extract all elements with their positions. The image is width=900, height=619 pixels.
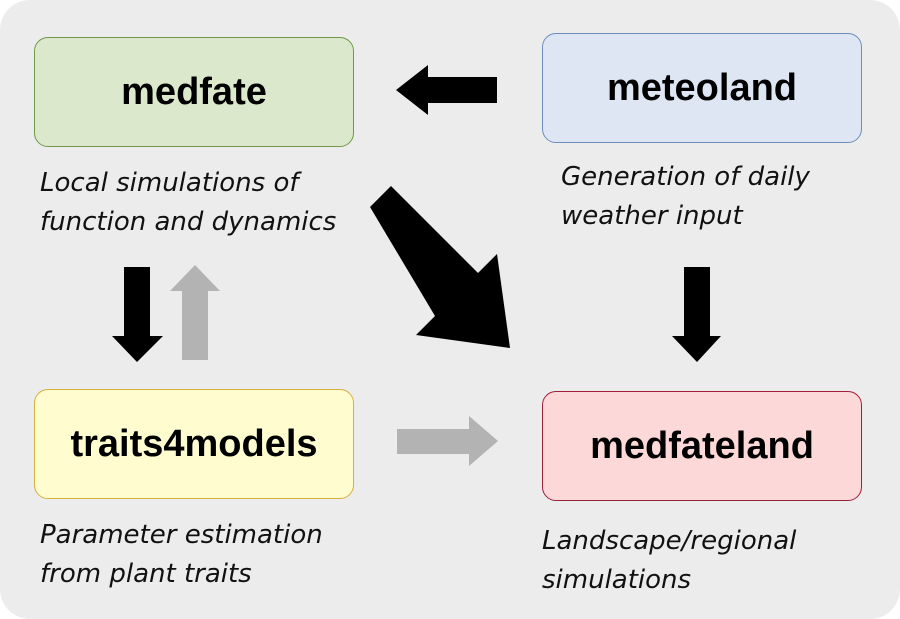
description-line: Parameter estimation xyxy=(40,520,323,550)
description-line: function and dynamics xyxy=(40,207,337,237)
description-line: Landscape/regional xyxy=(542,526,797,556)
arrow-meteoland-to-medfateland xyxy=(672,267,721,362)
description-line: Local simulations of xyxy=(40,168,299,198)
node-medfateland-label: medfateland xyxy=(590,424,814,467)
node-traits4models: traits4models xyxy=(34,389,354,499)
arrow-meteoland-to-medfate xyxy=(396,65,497,115)
arrow-traits4models-to-medfateland xyxy=(397,416,498,466)
description-line: weather input xyxy=(561,201,743,231)
node-meteoland: meteoland xyxy=(542,33,862,143)
node-meteoland-label: meteoland xyxy=(606,66,798,109)
arrow-medfate-to-medfateland xyxy=(370,186,510,348)
node-medfateland: medfateland xyxy=(542,391,862,501)
description-line: simulations xyxy=(542,565,692,595)
arrow-traits4models-to-medfate xyxy=(170,265,220,360)
arrow-medfate-to-traits4models xyxy=(112,267,163,362)
description-line: Generation of daily xyxy=(561,162,810,192)
node-meteoland-description: Generation of daily weather input xyxy=(561,158,810,236)
node-medfate: medfate xyxy=(34,37,354,147)
node-traits4models-label: traits4models xyxy=(70,422,318,465)
node-medfate-label: medfate xyxy=(121,70,267,113)
description-line: from plant traits xyxy=(40,559,252,589)
node-traits4models-description: Parameter estimation from plant traits xyxy=(40,516,323,594)
node-medfateland-description: Landscape/regional simulations xyxy=(542,522,796,600)
node-medfate-description: Local simulations of function and dynami… xyxy=(40,164,336,242)
